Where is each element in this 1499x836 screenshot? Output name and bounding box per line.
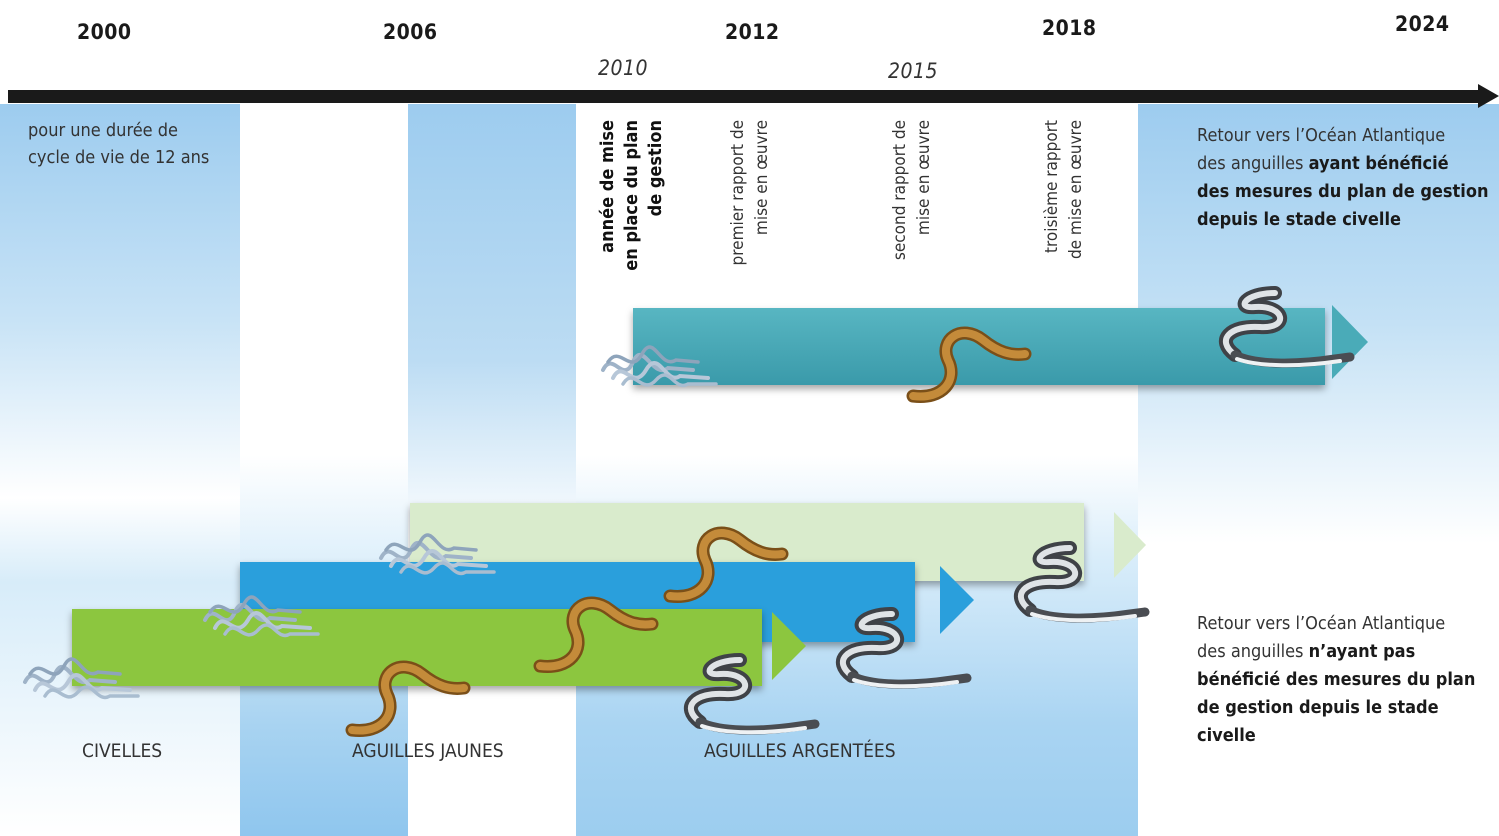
period-band-2003-2006 <box>240 104 408 836</box>
return-no-benefit-text: Retour vers l’Océan Atlantique des angui… <box>1197 610 1499 750</box>
year-label-2010: 2010 <box>598 56 649 80</box>
milestone-plan-line2: en place du plan <box>621 120 642 271</box>
glass-eel-icon <box>601 345 718 388</box>
yellow-eel-icon <box>660 518 790 608</box>
yellow-eel-icon <box>530 588 660 678</box>
yellow-eel-icon <box>903 318 1033 408</box>
milestone-third-report-line1: troisième rapport <box>1042 120 1062 254</box>
silver-eel-icon <box>1010 540 1150 625</box>
return-no-benefit-line1: Retour vers l’Océan Atlantique <box>1197 613 1446 634</box>
glass-eel-icon <box>23 657 140 700</box>
milestone-plan-label: année de mise en place du plan de gestio… <box>596 120 668 290</box>
year-label-2024: 2024 <box>1395 12 1450 36</box>
milestone-first-report-label: premier rapport de mise en œuvre <box>726 120 774 290</box>
year-label-2012: 2012 <box>725 20 780 44</box>
milestone-first-report-line1: premier rapport de <box>728 120 748 266</box>
return-no-benefit-line2-bold: n’ayant pas <box>1308 641 1416 662</box>
return-no-benefit-line2-plain: des anguilles <box>1197 641 1309 662</box>
stage-label-jaunes: AGUILLES JAUNES <box>352 740 504 762</box>
milestone-plan-line3: de gestion <box>645 120 666 217</box>
cycle-note-line2: cycle de vie de 12 ans <box>28 147 210 168</box>
stage-label-argentees: AGUILLES ARGENTÉES <box>704 740 896 762</box>
period-band-2000-2003 <box>0 104 240 498</box>
year-label-2000: 2000 <box>77 20 132 44</box>
silver-eel-icon <box>832 606 972 691</box>
milestone-plan-line1: année de mise <box>597 120 618 253</box>
glass-eel-icon <box>203 595 320 638</box>
return-benefit-text: Retour vers l’Océan Atlantique des angui… <box>1197 122 1489 234</box>
cohort-arrowhead-2006 <box>1114 512 1146 578</box>
return-no-benefit-line2: des anguilles n’ayant pas <box>1197 638 1499 666</box>
return-benefit-line2-bold: ayant bénéficié <box>1308 153 1449 174</box>
timeline-arrowhead <box>1478 84 1499 108</box>
milestone-second-report-line2: mise en œuvre <box>914 120 934 236</box>
milestone-second-report-label: second rapport de mise en œuvre <box>888 120 936 290</box>
return-no-benefit-line4: de gestion depuis le stade civelle <box>1197 697 1439 746</box>
yellow-eel-icon <box>342 652 472 742</box>
cycle-note: pour une durée de cycle de vie de 12 ans <box>28 117 209 171</box>
period-band-2006-2009 <box>408 104 576 836</box>
return-no-benefit-line3: bénéficié des mesures du plan <box>1197 669 1476 690</box>
silver-eel-icon <box>1215 285 1355 370</box>
period-band-2018-2024 <box>1138 104 1499 836</box>
return-benefit-line2: des anguilles ayant bénéficié <box>1197 150 1489 178</box>
cohort-arrowhead-2010 <box>1332 305 1368 379</box>
stage-label-civelles: CIVELLES <box>82 740 163 762</box>
year-label-2018: 2018 <box>1042 16 1097 40</box>
return-benefit-line2-plain: des anguilles <box>1197 153 1309 174</box>
cohort-arrowhead-2003 <box>940 566 974 634</box>
year-label-2015: 2015 <box>888 59 939 83</box>
return-benefit-line4: depuis le stade civelle <box>1197 209 1401 230</box>
milestone-third-report-line2: de mise en œuvre <box>1066 120 1086 260</box>
cohort-arrowhead-2000 <box>772 612 806 680</box>
glass-eel-icon <box>379 533 496 576</box>
cycle-note-line1: pour une durée de <box>28 120 179 141</box>
return-benefit-line1: Retour vers l’Océan Atlantique <box>1197 125 1446 146</box>
milestone-second-report-line1: second rapport de <box>890 120 910 261</box>
cohort-bar-2010 <box>633 308 1325 385</box>
return-benefit-line3: des mesures du plan de gestion <box>1197 181 1489 202</box>
milestone-first-report-line2: mise en œuvre <box>752 120 772 236</box>
period-band-2009-2018 <box>576 104 1138 836</box>
silver-eel-icon <box>680 652 820 737</box>
timeline-axis <box>8 90 1478 103</box>
year-label-2006: 2006 <box>383 20 438 44</box>
milestone-third-report-label: troisième rapport de mise en œuvre <box>1040 120 1088 290</box>
